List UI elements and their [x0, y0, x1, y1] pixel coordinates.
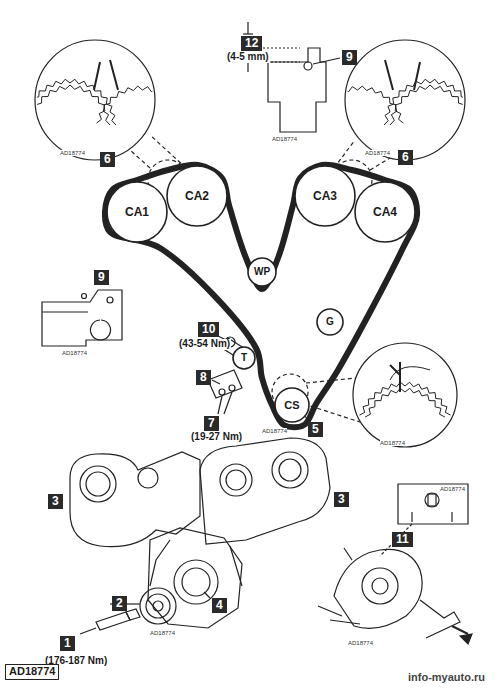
camshaft-pulley: CA4 — [354, 181, 416, 243]
callout-number: 6 — [100, 152, 115, 167]
callout-number: 6 — [398, 150, 413, 165]
figure-code: AD18774 — [440, 486, 465, 492]
pulley-label: G — [326, 317, 334, 327]
water-pump-pulley: WP — [247, 257, 277, 287]
pulley-label: T — [241, 353, 247, 363]
figure-code: AD18774 — [5, 664, 59, 680]
pointer — [390, 367, 430, 380]
figure-code: AD18774 — [150, 630, 175, 636]
figure-code: AD18774 — [380, 440, 405, 446]
callout-number: 9 — [94, 270, 109, 285]
callout-number: 3 — [48, 494, 63, 509]
gear-teeth — [384, 79, 476, 125]
idler-pulley: G — [316, 308, 344, 336]
figure-code: AD18774 — [272, 136, 297, 142]
camshaft-pulley: CA2 — [166, 165, 228, 227]
pulley-label: CA3 — [313, 190, 337, 202]
gear-teeth — [24, 79, 116, 125]
camshaft-pulley: CA3 — [294, 165, 356, 227]
figure-code: AD18774 — [262, 428, 287, 434]
watermark: info-myauto.ru — [408, 672, 485, 684]
callout-number: 7 — [204, 416, 219, 431]
callout-number: 8 — [196, 370, 211, 385]
pulley-label: CS — [284, 400, 299, 411]
pulley-label: CA4 — [373, 206, 397, 218]
callout-number: 12 — [241, 36, 262, 51]
callout-number: 11 — [392, 532, 413, 547]
dimension: (4-5 mm) — [226, 52, 270, 63]
figure-code: AD18774 — [62, 350, 87, 356]
timing-mark — [94, 60, 420, 392]
callout-number: 10 — [198, 322, 219, 337]
pulley-label: CA2 — [185, 190, 209, 202]
torque-value: (43-54 Nm) — [178, 339, 231, 350]
callout-number: 3 — [334, 492, 349, 507]
torque-value: (19-27 Nm) — [190, 432, 243, 443]
tensioner-pulley: T — [232, 346, 256, 370]
pulley-label: CA1 — [125, 206, 149, 218]
camshaft-pulley: CA1 — [106, 181, 168, 243]
figure-code: AD18774 — [365, 150, 390, 156]
callout-number: 4 — [212, 598, 227, 613]
crankshaft-pulley: CS — [274, 387, 310, 423]
figure-code: AD18774 — [348, 640, 373, 646]
callout-number: 1 — [60, 636, 75, 651]
callout-number: 2 — [112, 596, 127, 611]
callout-number: 9 — [342, 50, 357, 65]
pulley-label: WP — [254, 267, 270, 277]
callout-number: 5 — [308, 422, 323, 437]
timing-belt — [105, 165, 417, 428]
gear-teeth — [359, 382, 450, 415]
figure-code: AD18774 — [60, 150, 85, 156]
